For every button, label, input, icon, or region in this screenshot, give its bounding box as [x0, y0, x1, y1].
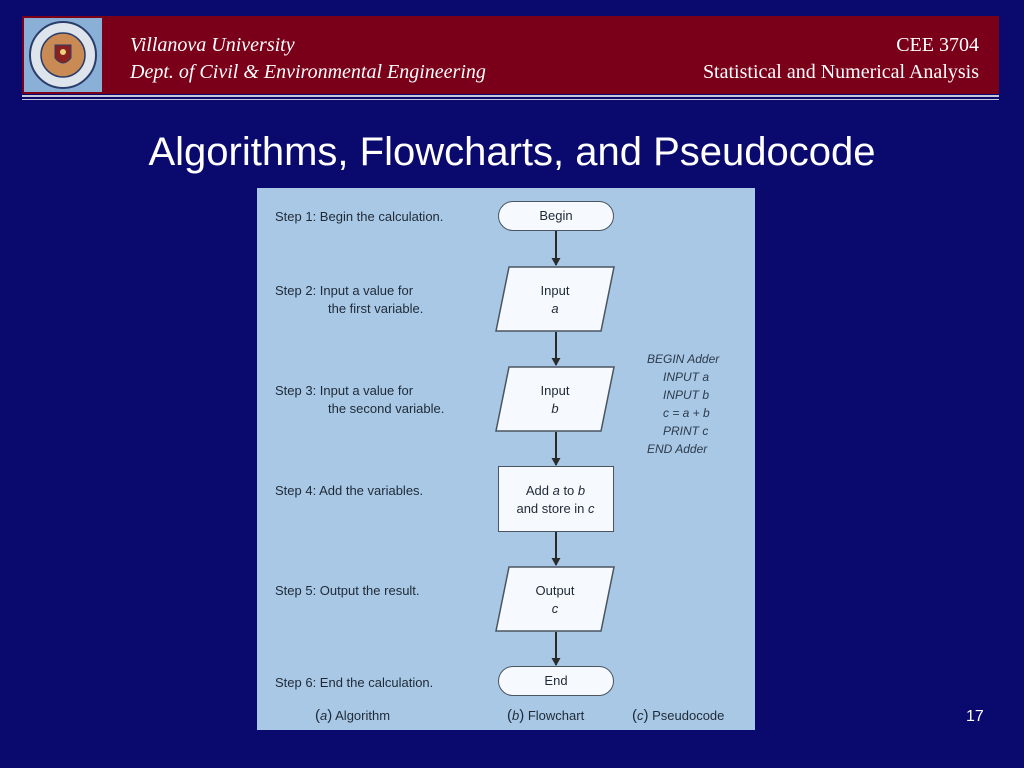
flowchart-add-process: Add a to b and store in c [498, 466, 614, 532]
course-name: Statistical and Numerical Analysis [702, 61, 979, 83]
store-words: and store in [516, 501, 589, 516]
input-a-variable: a [551, 301, 559, 316]
pseudocode-line-1: BEGIN Adder [647, 352, 720, 366]
header-band [22, 16, 999, 94]
algorithm-step-2: Step 2: Input a value for the first vari… [275, 282, 423, 318]
university-seal [24, 18, 102, 92]
store-var-c: c [588, 501, 595, 516]
output-variable: c [551, 601, 559, 616]
algorithm-step-3: Step 3: Input a value for the second var… [275, 382, 444, 418]
pseudocode-line-6: END Adder [647, 442, 708, 456]
flowchart-end-terminal: End [498, 666, 614, 696]
add-word: Add [525, 483, 553, 498]
algorithm-step-6: Step 6: End the calculation. [275, 675, 434, 690]
caption-pseudocode: (c) Pseudocode [632, 707, 725, 724]
flowchart-input-a: Input a [495, 266, 615, 332]
algorithm-step-4: Step 4: Add the variables. [275, 483, 424, 498]
add-var-a: a [552, 483, 560, 498]
seal-icon [29, 21, 97, 89]
caption-algorithm: (a) Algorithm [315, 707, 391, 724]
input-b-variable: b [551, 401, 559, 416]
input-a-label: Input [540, 283, 570, 298]
to-word: to [559, 483, 578, 498]
university-name: Villanova University [130, 34, 295, 56]
algorithm-step-5: Step 5: Output the result. [275, 583, 420, 598]
department-name: Dept. of Civil & Environmental Engineeri… [130, 61, 486, 83]
algorithm-step-3-line-2: the second variable. [328, 401, 445, 416]
flowchart-output-c: Output c [495, 566, 615, 632]
page-number: 17 [966, 708, 984, 725]
pseudocode-line-2: INPUT a [663, 370, 710, 384]
algorithm-figure: Step 1: Begin the calculation. Step 2: I… [257, 188, 755, 730]
add-line: Add a to b [499, 482, 612, 500]
algorithm-step-2-line-2: the first variable. [328, 301, 424, 316]
flowchart-begin-terminal: Begin [498, 201, 614, 231]
add-var-b: b [577, 483, 586, 498]
algorithm-step-1: Step 1: Begin the calculation. [275, 209, 444, 224]
caption-flowchart: (b) Flowchart [507, 707, 585, 724]
flow-arrows [551, 231, 561, 666]
flowchart-input-b: Input b [495, 366, 615, 432]
pseudocode-line-4: c = a + b [663, 406, 710, 420]
store-line: and store in c [499, 500, 612, 518]
algorithm-step-3-line-1: Step 3: Input a value for [275, 383, 414, 398]
header-rule-thin [22, 99, 999, 100]
header-rule [22, 95, 999, 97]
slide-title: Algorithms, Flowcharts, and Pseudocode [148, 130, 876, 174]
output-label: Output [535, 583, 575, 598]
pseudocode-line-3: INPUT b [663, 388, 710, 402]
pseudocode-line-5: PRINT c [663, 424, 709, 438]
input-b-label: Input [540, 383, 570, 398]
course-code: CEE 3704 [896, 34, 979, 56]
algorithm-step-2-line-1: Step 2: Input a value for [275, 283, 414, 298]
